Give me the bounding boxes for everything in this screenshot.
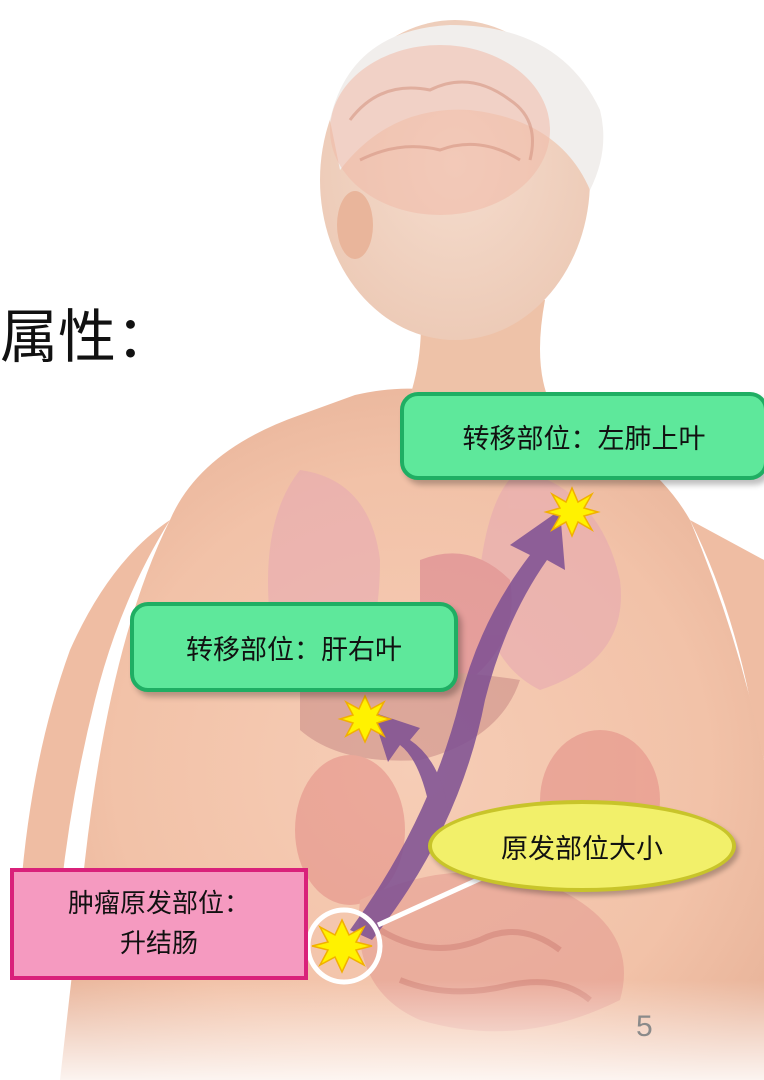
metastasis-lung-label: 转移部位：左肺上叶: [463, 417, 706, 456]
metastasis-lung-callout: 转移部位：左肺上叶: [400, 392, 764, 480]
primary-site-label-line1: 肿瘤原发部位：: [14, 884, 304, 924]
page-heading: 属性：: [0, 290, 174, 374]
primary-site-callout: 肿瘤原发部位： 升结肠: [10, 868, 308, 980]
primary-size-callout: 原发部位大小: [428, 800, 736, 892]
primary-size-label: 原发部位大小: [501, 827, 663, 866]
tumor-star-icon: [340, 696, 390, 742]
metastasis-liver-callout: 转移部位：肝右叶: [130, 602, 458, 692]
page-number: 5: [636, 1010, 653, 1044]
metastasis-liver-label: 转移部位：肝右叶: [186, 628, 402, 667]
tumor-star-icon: [546, 488, 598, 536]
primary-site-label-line2: 升结肠: [14, 924, 304, 964]
tumor-star-icon: [312, 920, 372, 972]
